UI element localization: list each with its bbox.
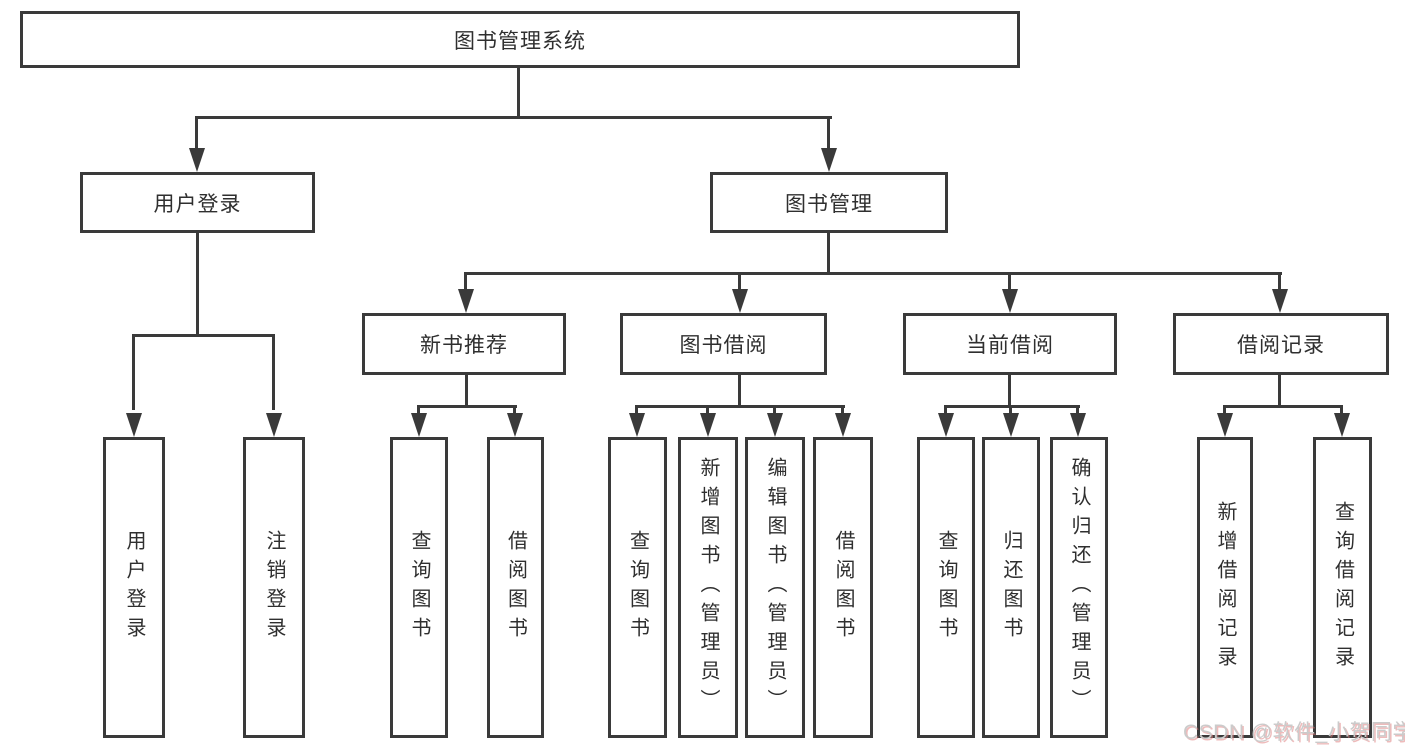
node-label: 当前借阅	[966, 334, 1054, 357]
connector-drop-query-books	[417, 405, 420, 417]
node-label: 借阅图书	[504, 529, 527, 646]
connector-drop-current-borrow	[1008, 272, 1011, 292]
connector-drop-query-record	[1340, 405, 1343, 417]
node-label: 图书管理系统	[454, 29, 586, 53]
connector-drop-borrow-books	[513, 405, 516, 417]
connector-recommend-branch	[417, 405, 517, 408]
connector-drop-user-login-leaf	[132, 334, 135, 410]
node-add-books-admin: 新增图书（管理员）	[678, 437, 738, 738]
node-label: 新增图书（管理员）	[697, 457, 719, 718]
connector-drop-add-record	[1223, 405, 1226, 417]
connector-drop-confirm-return	[1076, 405, 1079, 417]
arrowhead-borrow-books2	[835, 413, 851, 437]
connector-drop-borrow-records	[1278, 272, 1281, 292]
node-label: 确认归还（管理员）	[1068, 457, 1090, 718]
node-user-login: 用户登录	[80, 172, 315, 233]
connector-root-branch	[196, 116, 832, 119]
node-label: 借阅图书	[832, 529, 854, 646]
node-label: 新增借阅记录	[1214, 500, 1236, 675]
arrowhead-user-login-leaf	[126, 413, 142, 437]
node-label: 查询借阅记录	[1331, 500, 1354, 675]
connector-drop-borrow-query	[635, 405, 638, 417]
arrowhead-book-management	[821, 148, 837, 172]
node-book-management: 图书管理	[710, 172, 948, 233]
connector-current-branch	[944, 405, 1080, 408]
connector-records-stem	[1278, 373, 1281, 408]
node-edit-books-admin: 编辑图书（管理员）	[745, 437, 805, 738]
connector-drop-book-management	[827, 116, 830, 154]
node-logout: 注销登录	[243, 437, 305, 738]
node-borrow-records: 借阅记录	[1173, 313, 1389, 375]
arrowhead-current-borrow	[1002, 289, 1018, 313]
node-current-borrow: 当前借阅	[903, 313, 1117, 375]
node-book-borrow: 图书借阅	[620, 313, 827, 375]
connector-drop-edit-books	[773, 405, 776, 417]
connector-drop-current-query	[944, 405, 947, 417]
connector-root-stem	[517, 66, 520, 118]
connector-drop-borrow-books2	[841, 405, 844, 417]
arrowhead-borrow-records	[1272, 289, 1288, 313]
node-query-borrow-record: 查询借阅记录	[1313, 437, 1372, 738]
arrowhead-logout	[266, 413, 282, 437]
arrowhead-confirm-return	[1070, 413, 1086, 437]
node-label: 归还图书	[1000, 529, 1022, 646]
arrowhead-user-login	[189, 148, 205, 172]
connector-current-stem	[1008, 373, 1011, 408]
node-label: 新书推荐	[420, 334, 508, 357]
arrowhead-edit-books	[767, 413, 783, 437]
connector-borrow-branch	[635, 405, 845, 408]
connector-book-management-stem	[827, 231, 830, 275]
connector-drop-add-books	[706, 405, 709, 417]
node-label: 注销登录	[263, 529, 285, 646]
node-current-query-books: 查询图书	[917, 437, 975, 738]
connector-recommend-stem	[465, 373, 468, 408]
arrowhead-book-borrow	[732, 289, 748, 313]
node-add-borrow-record: 新增借阅记录	[1197, 437, 1253, 738]
arrowhead-return-books	[1003, 413, 1019, 437]
connector-drop-logout	[272, 334, 275, 410]
node-library-management-system: 图书管理系统	[20, 11, 1020, 68]
connector-drop-user-login	[195, 116, 198, 154]
node-label: 编辑图书（管理员）	[764, 457, 786, 718]
node-recommend-query-books: 查询图书	[390, 437, 448, 738]
node-label: 查询图书	[626, 529, 649, 646]
csdn-watermark: CSDN @软件_小贺同学	[1183, 721, 1405, 744]
connector-drop-new-book-recommend	[464, 272, 467, 292]
arrowhead-borrow-books	[507, 413, 523, 437]
connector-drop-book-borrow	[738, 272, 741, 292]
node-label: 查询图书	[408, 529, 430, 646]
arrowhead-add-books	[700, 413, 716, 437]
node-label: 查询图书	[935, 529, 957, 646]
node-new-book-recommend: 新书推荐	[362, 313, 566, 375]
node-borrow-query-books: 查询图书	[608, 437, 667, 738]
node-label: 用户登录	[123, 529, 145, 646]
node-borrow-books-leaf: 借阅图书	[813, 437, 873, 738]
arrowhead-new-book-recommend	[458, 289, 474, 313]
node-user-login-leaf: 用户登录	[103, 437, 165, 738]
node-label: 图书管理	[785, 192, 873, 216]
arrowhead-query-books	[411, 413, 427, 437]
node-recommend-borrow-books: 借阅图书	[487, 437, 544, 738]
connector-borrow-stem	[738, 373, 741, 408]
node-confirm-return-admin: 确认归还（管理员）	[1050, 437, 1108, 738]
connector-drop-return-books	[1009, 405, 1012, 417]
arrowhead-query-record	[1334, 413, 1350, 437]
arrowhead-add-record	[1217, 413, 1233, 437]
node-label: 用户登录	[153, 192, 242, 216]
arrowhead-current-query	[938, 413, 954, 437]
connector-book-management-branch	[464, 272, 1282, 275]
node-return-books: 归还图书	[982, 437, 1040, 738]
arrowhead-borrow-query	[629, 413, 645, 437]
connector-records-branch	[1223, 405, 1343, 408]
connector-user-login-stem	[196, 231, 199, 337]
node-label: 图书借阅	[679, 334, 768, 357]
node-label: 借阅记录	[1237, 334, 1325, 357]
connector-user-login-branch	[132, 334, 275, 337]
